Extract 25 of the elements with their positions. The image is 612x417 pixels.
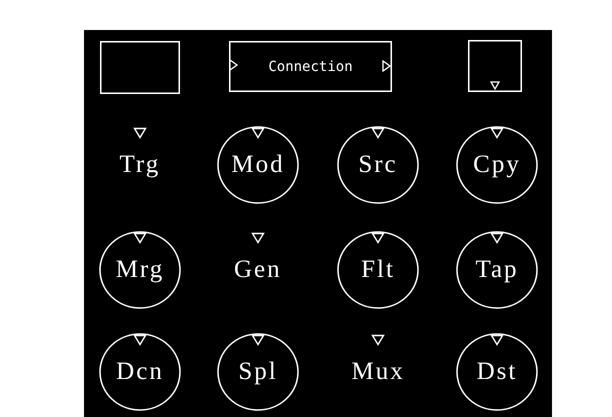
module-circle <box>217 333 299 411</box>
module-circle <box>217 126 299 204</box>
node-label: Dst <box>476 358 518 386</box>
node-label: Tap <box>475 256 519 284</box>
empty-box <box>100 41 180 94</box>
module-circle <box>337 231 419 309</box>
module-circle <box>456 126 538 204</box>
node-label: Dcn <box>116 358 164 386</box>
module-label: Gen <box>234 256 282 284</box>
node-label: Connection <box>268 58 353 74</box>
node-label: Spl <box>238 358 278 386</box>
module-label: Trg <box>120 151 160 179</box>
empty-box <box>468 40 522 92</box>
module-label: Mux <box>352 358 405 386</box>
module-circle <box>456 231 538 309</box>
node-label: Src <box>358 151 398 179</box>
module-circle <box>456 333 538 411</box>
module-circle <box>99 333 181 411</box>
node-label: Cpy <box>473 151 521 179</box>
node-label: Flt <box>361 256 395 284</box>
module-circle <box>99 231 181 309</box>
connection-box <box>229 41 392 92</box>
node-label: Mrg <box>116 256 164 284</box>
node-label: Mod <box>231 151 285 179</box>
module-circle <box>337 126 419 204</box>
